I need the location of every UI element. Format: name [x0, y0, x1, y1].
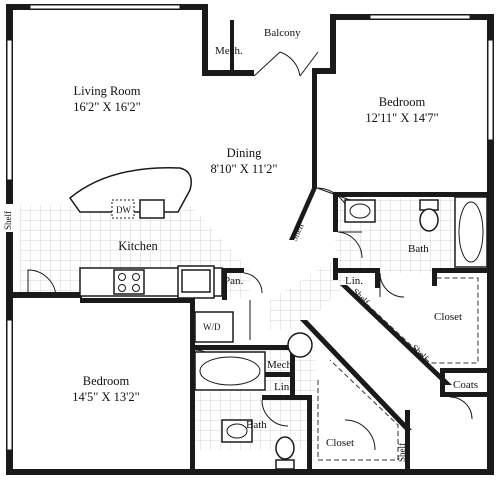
closet-rails: [317, 277, 479, 461]
dishwasher-box: [111, 199, 135, 219]
mech-mid-label: Mech.: [267, 359, 295, 371]
bedroom2-label: Bedroom: [83, 374, 130, 388]
tile-floors: [20, 198, 485, 450]
labels: Balcony Mech. Living Room 16'2" X 16'2" …: [3, 27, 478, 462]
doors: [27, 51, 473, 451]
kitchen-fixtures: [68, 167, 223, 299]
mech-top-label: Mech.: [215, 45, 243, 57]
kitchen-sink: [181, 269, 211, 293]
shelf-label-bottom: Shelf: [397, 443, 407, 462]
bath1-fixtures: [344, 196, 488, 268]
dishwasher-label: DW: [116, 205, 131, 215]
dining-dims: 8'10" X 11'2": [210, 162, 277, 176]
bedroom1-dims: 12'11" X 14'7": [365, 111, 438, 125]
shelf-label-left: Shelf: [3, 211, 13, 230]
living-room-dims: 16'2" X 16'2": [73, 100, 141, 114]
coats-label: Coats: [453, 379, 478, 391]
island-sink: [139, 199, 165, 219]
interior-walls: [80, 70, 490, 470]
windows: [6, 4, 494, 451]
kitchen-label: Kitchen: [118, 239, 158, 253]
bath2-label: Bath: [246, 419, 267, 431]
stove: [113, 269, 145, 295]
linen2-label: Lin.: [274, 381, 292, 393]
bedroom1-label: Bedroom: [379, 95, 426, 109]
shelf-label-dining: Shelf: [289, 221, 306, 242]
washer-dryer-label: W/D: [203, 322, 221, 332]
balcony-label: Balcony: [264, 27, 301, 39]
kitchen-tile: [20, 205, 250, 298]
bedroom2-dims: 14'5" X 13'2": [72, 390, 140, 404]
closet1-label: Closet: [434, 311, 462, 323]
pantry-label: Pan.: [224, 275, 244, 287]
bath2-fixtures: [194, 311, 313, 470]
linen1-label: Lin.: [345, 275, 363, 287]
living-room-label: Living Room: [73, 84, 140, 98]
dining-label: Dining: [227, 146, 262, 160]
entry-tile: [270, 262, 345, 330]
closet2-label: Closet: [326, 437, 354, 449]
bath1-label: Bath: [408, 243, 429, 255]
